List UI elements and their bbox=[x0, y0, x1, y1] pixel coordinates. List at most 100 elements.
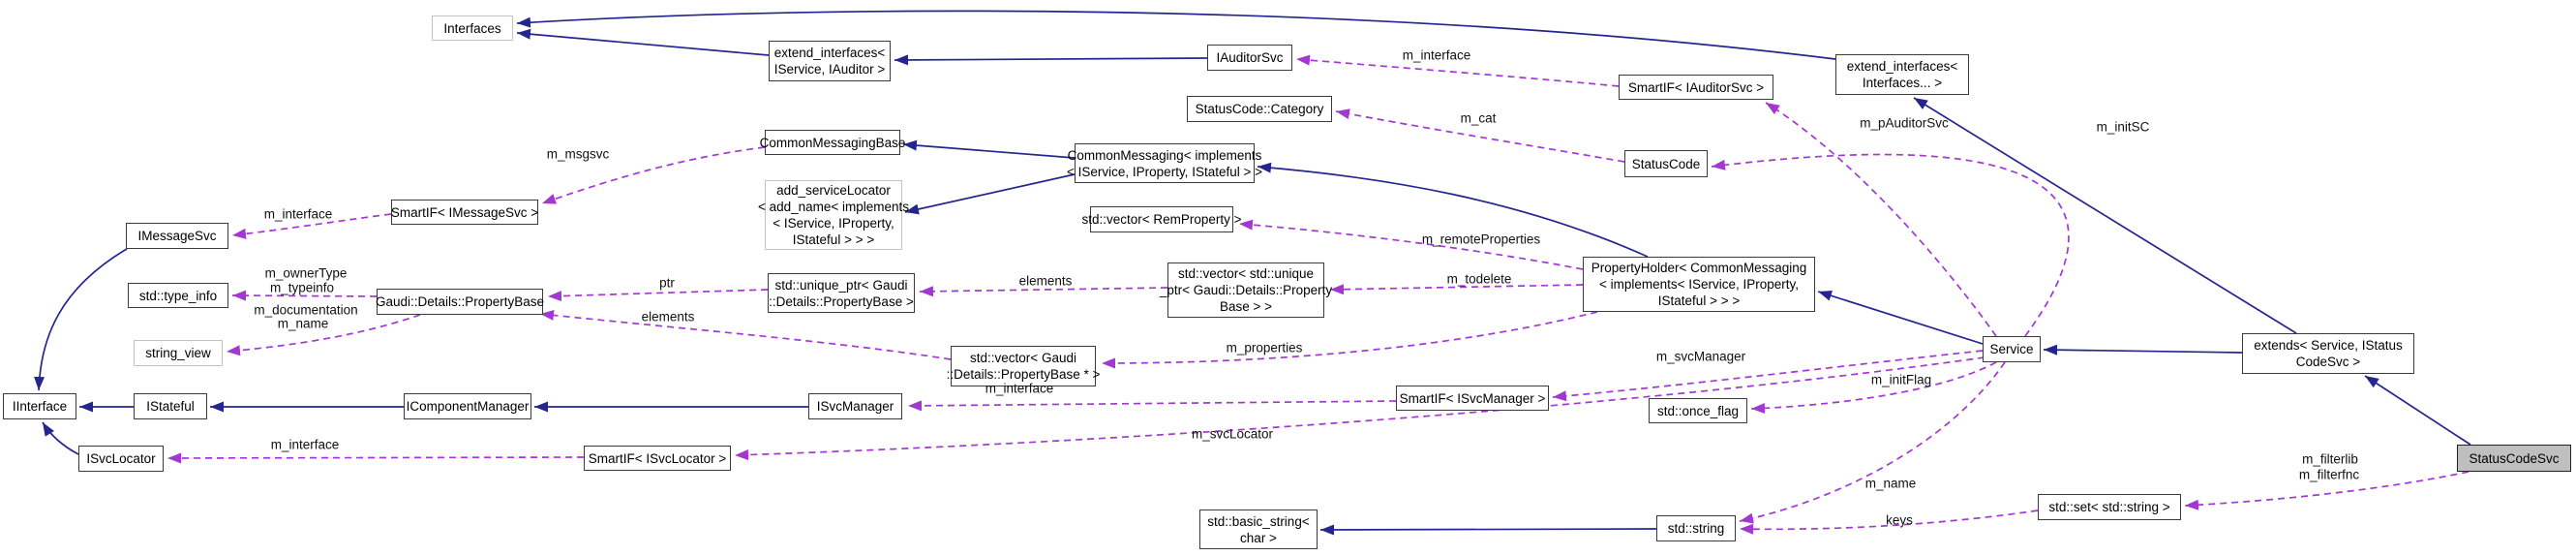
class-node-label: std::vector< std::unique bbox=[1178, 266, 1314, 281]
class-node-smartif-isvclocator[interactable]: SmartIF< ISvcLocator > bbox=[584, 446, 731, 471]
class-node-add-servicelocator: add_serviceLocator < add_name< implements… bbox=[758, 180, 909, 250]
class-node-label: StatusCode::Category bbox=[1195, 102, 1324, 116]
class-node-extend-interfaces-interfaces[interactable]: extend_interfaces<Interfaces... > bbox=[1835, 54, 1969, 95]
inheritance-edge-string-to-basicstring bbox=[1319, 524, 1657, 536]
class-node-label: ISvcLocator bbox=[86, 451, 156, 466]
edge-label-m_properties: m_properties bbox=[1226, 340, 1303, 355]
class-node-label: IInterface bbox=[12, 399, 68, 414]
usage-edge-propertyholder-to-vectorunique bbox=[1329, 284, 1584, 295]
class-node-istateful[interactable]: IStateful bbox=[134, 393, 207, 419]
class-node-label: std::once_flag bbox=[1656, 403, 1740, 418]
class-node-service[interactable]: Service bbox=[1983, 336, 2041, 362]
edge-label-m_typeinfo: m_typeinfo bbox=[269, 280, 335, 295]
class-node-label: Base > > bbox=[1219, 299, 1273, 314]
edge-label-m_ownerType: m_ownerType bbox=[264, 265, 348, 281]
class-node-icomponentmanager[interactable]: IComponentManager bbox=[404, 393, 531, 419]
class-node-string-view: string_view bbox=[134, 340, 223, 366]
edge-label-elements: elements bbox=[641, 309, 695, 324]
class-node-extend-interfaces-iservice-iauditor[interactable]: extend_interfaces<IService, IAuditor > bbox=[769, 41, 891, 81]
class-node-label: SmartIF< IMessageSvc > bbox=[390, 204, 539, 220]
class-node-isvcmanager[interactable]: ISvcManager bbox=[808, 393, 902, 419]
class-node-label: std::string bbox=[1667, 521, 1725, 536]
class-node-unique-ptr-propertybase[interactable]: std::unique_ptr< Gaudi::Details::Propert… bbox=[768, 273, 915, 313]
inheritance-edge-commonmessaging-to-base bbox=[902, 139, 1076, 159]
class-node-commonmessaging[interactable]: CommonMessaging< implements< IService, I… bbox=[1067, 143, 1262, 183]
class-node-label: IComponentManager bbox=[406, 399, 530, 414]
inheritance-edge-commonmessaging-to-addservicelocator bbox=[904, 173, 1076, 215]
inheritance-edge-service-to-propertyholder bbox=[1817, 290, 1984, 345]
usage-edge-service-to-smartif-isvcmanager bbox=[1552, 350, 1984, 402]
edge-label-m_name: m_name bbox=[1864, 476, 1917, 491]
class-node-label: < add_name< implements bbox=[757, 200, 910, 214]
edge-label-m_cat: m_cat bbox=[1460, 110, 1497, 126]
class-node-label: SmartIF< ISvcLocator > bbox=[588, 450, 727, 466]
class-node-label: CommonMessaging< implements bbox=[1067, 147, 1262, 163]
class-node-label: Interfaces bbox=[443, 20, 501, 36]
class-node-label: ISvcManager bbox=[816, 399, 894, 414]
class-node-label: < IService, IProperty, IStateful > > bbox=[1067, 164, 1262, 179]
edge-label-m_interface: m_interface bbox=[263, 206, 333, 222]
usage-edge-service-to-string bbox=[1739, 361, 2006, 524]
inheritance-edge-isvclocator-to-iinterface bbox=[42, 421, 79, 455]
class-node-label: add_serviceLocator bbox=[776, 183, 891, 198]
usage-edge-vectorunique-to-uniqueptr bbox=[919, 286, 1168, 297]
usage-edge-commonmessagingbase-to-smartif-imessagesvc bbox=[541, 146, 766, 204]
class-node-label: string_view bbox=[145, 346, 211, 360]
class-node-label: std::type_info bbox=[138, 288, 218, 303]
usage-edge-vectorptr-to-propertybase bbox=[539, 309, 952, 360]
class-node-set-std-string[interactable]: std::set< std::string > bbox=[2038, 494, 2181, 520]
edge-label-keys: keys bbox=[1886, 512, 1913, 528]
usage-edge-propertyholder-to-vectorptr bbox=[1101, 311, 1598, 369]
edge-label-m_interface: m_interface bbox=[1402, 47, 1471, 63]
edge-label-m_todelete: m_todelete bbox=[1446, 271, 1512, 287]
class-node-label: std::set< std::string > bbox=[2048, 500, 2170, 514]
class-node-vector-propertybase-ptr[interactable]: std::vector< Gaudi::Details::PropertyBas… bbox=[947, 346, 1100, 386]
usage-edge-smartif-isvcmanager-to-isvcmanager bbox=[907, 400, 1397, 412]
class-node-propertybase[interactable]: Gaudi::Details::PropertyBase bbox=[375, 289, 545, 315]
class-node-commonmessagingbase[interactable]: CommonMessagingBase bbox=[760, 130, 905, 155]
class-node-smartif-imessagesvc[interactable]: SmartIF< IMessageSvc > bbox=[391, 200, 538, 225]
usage-edge-service-to-onceflag bbox=[1750, 361, 1997, 414]
class-node-label: IAuditorSvc bbox=[1216, 50, 1284, 65]
edge-label-m_pAuditorSvc: m_pAuditorSvc bbox=[1860, 115, 1949, 131]
class-node-type-info[interactable]: std::type_info bbox=[128, 283, 228, 308]
class-node-statuscodesvc: StatusCodeSvc bbox=[2457, 445, 2571, 472]
class-node-label: Interfaces... > bbox=[1862, 76, 1943, 90]
inheritance-edge-statuscodesvc-to-extends bbox=[2364, 375, 2471, 446]
inheritance-edge-iauditorsvc-to-extend-interfaces bbox=[894, 54, 1208, 66]
class-node-label: ::Details::PropertyBase * > bbox=[946, 367, 1101, 382]
class-node-smartif-iauditorsvc[interactable]: SmartIF< IAuditorSvc > bbox=[1619, 75, 1773, 100]
class-node-once-flag[interactable]: std::once_flag bbox=[1649, 398, 1747, 423]
class-node-iinterface[interactable]: IInterface bbox=[3, 393, 76, 419]
class-node-label: _ptr< Gaudi::Details::Property bbox=[1159, 283, 1333, 297]
usage-edge-smartif-imessagesvc-to-imessagesvc bbox=[231, 213, 392, 239]
class-node-label: Gaudi::Details::PropertyBase bbox=[375, 294, 545, 309]
class-node-basic-string-char[interactable]: std::basic_string<char > bbox=[1199, 510, 1318, 549]
class-node-label: std::basic_string< bbox=[1207, 513, 1310, 529]
edge-label-m_remoteProperties: m_remoteProperties bbox=[1421, 232, 1541, 247]
edge-label-elements: elements bbox=[1018, 273, 1073, 289]
class-node-propertyholder[interactable]: PropertyHolder< CommonMessaging< impleme… bbox=[1583, 257, 1815, 312]
usage-edge-propertyholder-to-vectorrem bbox=[1238, 219, 1584, 270]
edge-label-m_initFlag: m_initFlag bbox=[1870, 372, 1932, 387]
class-node-imessagesvc[interactable]: IMessageSvc bbox=[126, 223, 228, 249]
class-node-statuscode[interactable]: StatusCode bbox=[1624, 150, 1708, 177]
class-node-label: PropertyHolder< CommonMessaging bbox=[1591, 261, 1807, 275]
class-node-label: StatusCodeSvc bbox=[2469, 450, 2560, 466]
class-node-label: IService, IAuditor > bbox=[773, 62, 886, 77]
class-node-isvclocator[interactable]: ISvcLocator bbox=[78, 446, 164, 472]
class-node-label: extends< Service, IStatus bbox=[2254, 338, 2403, 353]
inheritance-edge-extends-to-extend-interfaces2 bbox=[1913, 97, 2297, 334]
class-node-std-string[interactable]: std::string bbox=[1656, 515, 1736, 541]
class-node-label: IStateful > > > bbox=[792, 232, 875, 247]
class-node-statuscode-category[interactable]: StatusCode::Category bbox=[1187, 96, 1332, 122]
class-node-vector-unique-ptr[interactable]: std::vector< std::unique_ptr< Gaudi::Det… bbox=[1160, 263, 1332, 318]
class-node-iauditorsvc[interactable]: IAuditorSvc bbox=[1207, 45, 1292, 71]
edge-label-m_interface: m_interface bbox=[270, 437, 340, 452]
usage-edge-statuscodesvc-to-setstring bbox=[2184, 471, 2470, 510]
class-node-label: StatusCode bbox=[1631, 156, 1701, 171]
class-node-vector-remproperty[interactable]: std::vector< RemProperty > bbox=[1081, 206, 1242, 232]
class-node-smartif-isvcmanager[interactable]: SmartIF< ISvcManager > bbox=[1396, 386, 1549, 411]
